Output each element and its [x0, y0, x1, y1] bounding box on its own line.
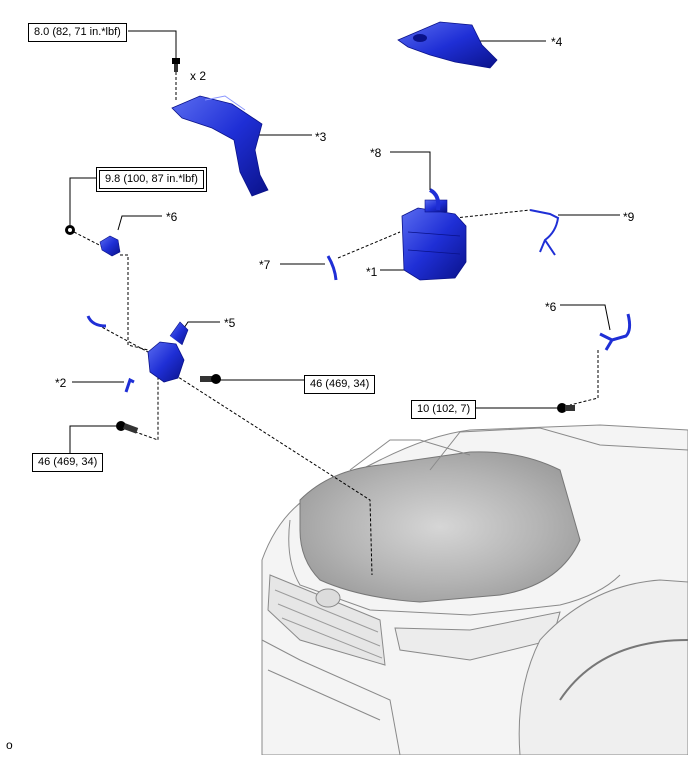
bolt-46-lower-icon	[116, 421, 139, 434]
part-1-neck	[424, 199, 448, 213]
callout-7: *7	[259, 258, 271, 272]
callout-2: *2	[55, 376, 67, 390]
bolt-46-right-icon	[200, 374, 221, 384]
part-5-valve	[147, 341, 185, 383]
torque-spec-bolt-10: 10 (102, 7)	[411, 400, 477, 419]
part-5-tab	[169, 321, 189, 346]
part-3-bracket	[171, 95, 269, 197]
part-3-highlight	[204, 95, 246, 111]
bolt-10-icon	[557, 403, 575, 413]
torque-spec-bolt-right: 46 (469, 34)	[304, 375, 376, 394]
callout-1: *1	[366, 265, 378, 279]
part-9-harness	[529, 209, 560, 256]
callout-6-left: *6	[166, 210, 178, 224]
quantity-label: x 2	[190, 69, 207, 83]
part-2-clip	[124, 377, 135, 393]
callout-4: *4	[551, 35, 563, 49]
part-8-hose	[428, 188, 441, 211]
part-4-hole	[413, 34, 427, 42]
torque-spec-top: 8.0 (82, 71 in.*lbf)	[28, 23, 127, 42]
torque-spec-bolt-lower: 46 (469, 34)	[32, 453, 104, 472]
bolt-icon	[172, 58, 180, 72]
callout-6-right: *6	[545, 300, 557, 314]
engine-compartment	[299, 451, 581, 603]
vehicle-front	[261, 424, 688, 756]
part-1-reservoir	[401, 207, 467, 281]
torque-spec-nut: 9.8 (100, 87 in.*lbf)	[96, 167, 207, 192]
part-7-hose	[326, 255, 338, 281]
callout-5: *5	[224, 316, 236, 330]
hose-small-left	[86, 315, 107, 328]
callout-3: *3	[315, 130, 327, 144]
part-4-cover	[397, 21, 498, 69]
callout-9: *9	[623, 210, 635, 224]
illustration-code: o	[6, 738, 13, 752]
callout-8: *8	[370, 146, 382, 160]
part-6-right-harness	[599, 313, 632, 351]
part-1-ribs	[407, 231, 461, 255]
part-6-left-clamp	[99, 235, 121, 257]
